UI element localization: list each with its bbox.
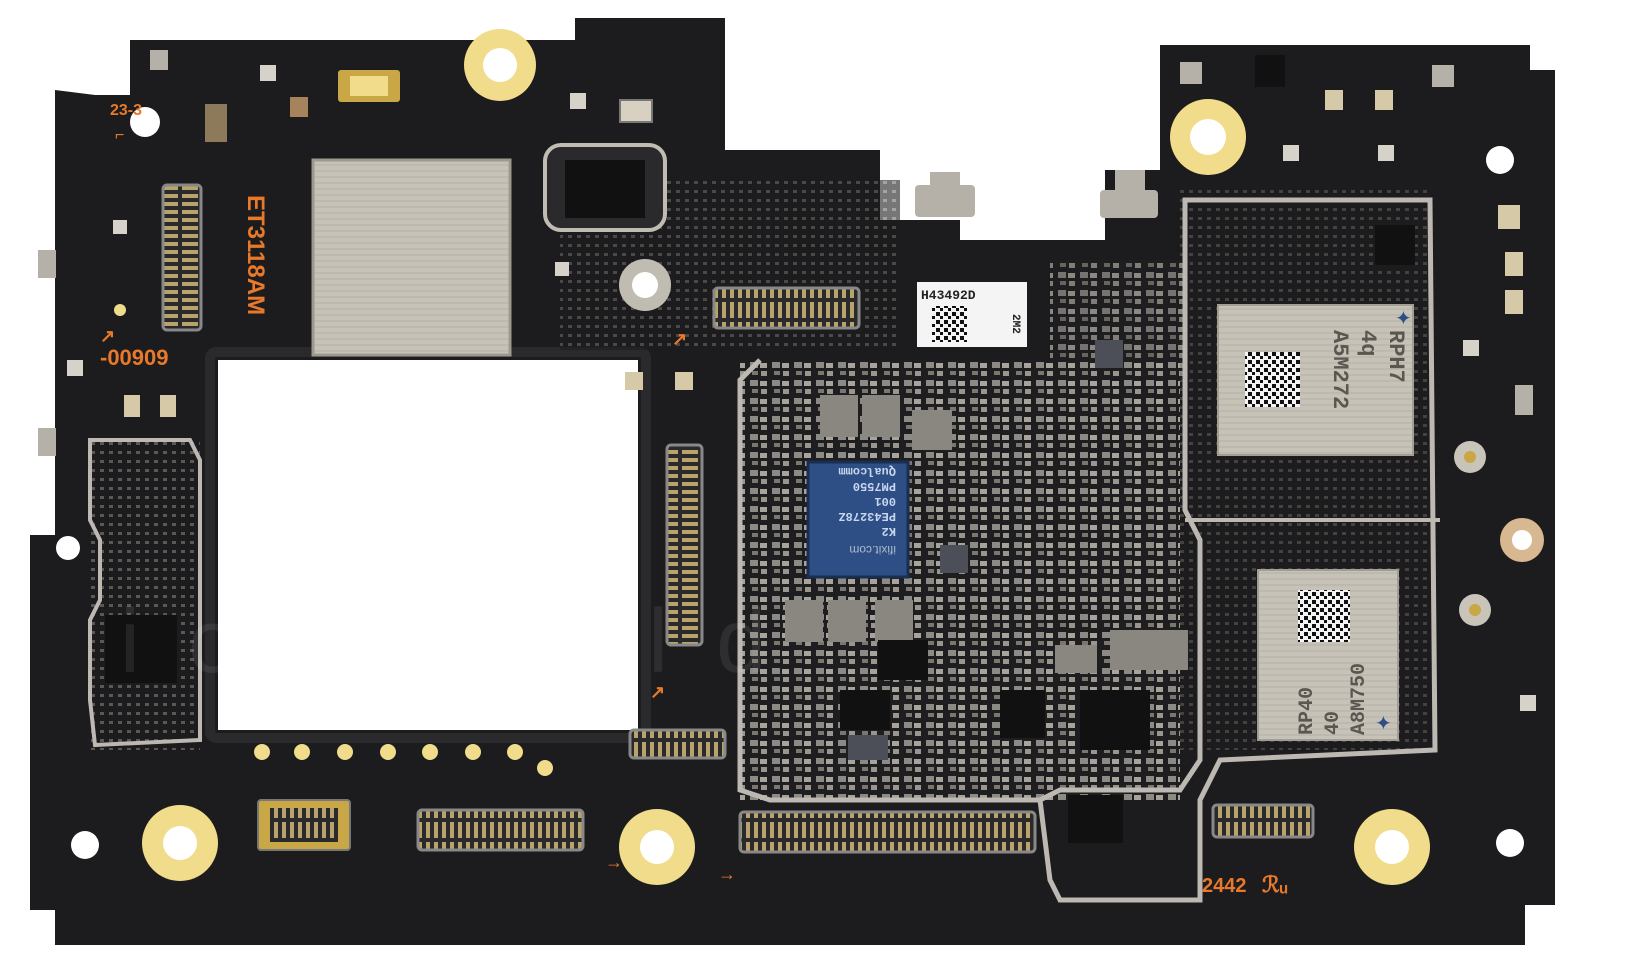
label-code: H43492D	[921, 288, 976, 303]
mounting-holes	[56, 29, 1544, 885]
pmic-text-3: 001	[874, 494, 896, 508]
svg-text:→: →	[718, 864, 736, 884]
rf-bottom-text-3: A8M750	[1348, 663, 1371, 735]
svg-text:↗: ↗	[672, 329, 687, 349]
pmic-text-2: PM7550	[853, 479, 896, 493]
metal-shield	[311, 158, 512, 357]
rf-bottom-star-icon: ✦	[1375, 713, 1392, 735]
pmic-text-1: Qualcomm	[838, 464, 896, 478]
serial-fragment: -00909	[100, 345, 169, 370]
rf-top-text-1: RPH7	[1383, 330, 1408, 383]
test-pads	[114, 304, 553, 776]
board-revision: 23-3	[110, 102, 142, 119]
connectors	[161, 183, 1315, 854]
svg-text:↗: ↗	[650, 682, 665, 702]
rf-bottom-text-2: 40	[1322, 711, 1345, 735]
pmic-chip	[806, 460, 910, 579]
part-code: ET3118AM	[242, 195, 269, 315]
coax-connectors	[1454, 441, 1491, 626]
label-side: 2M2	[1009, 314, 1021, 334]
svg-text:→: →	[605, 852, 623, 872]
pmic-text-4: PE43278Z	[838, 509, 896, 523]
svg-text:⌐: ⌐	[115, 127, 124, 144]
rf-bottom-text-1: RP40	[1296, 687, 1319, 735]
arrow-icon: ↗	[100, 326, 115, 346]
date-code: 2442	[1202, 875, 1247, 897]
pmic-text-5: K2	[882, 524, 896, 538]
watermark-text: ictogold	[120, 592, 814, 692]
ul-mark: ℛᵤ	[1262, 872, 1288, 897]
rf-top-text-2: 4q	[1355, 330, 1380, 356]
metal-clips	[38, 50, 1533, 456]
pmic-watermark: ifixit.com	[849, 543, 896, 557]
rf-top-star-icon: ✦	[1395, 308, 1412, 330]
rf-top-text-3: A5M272	[1327, 330, 1352, 409]
board-cutout	[218, 360, 638, 730]
